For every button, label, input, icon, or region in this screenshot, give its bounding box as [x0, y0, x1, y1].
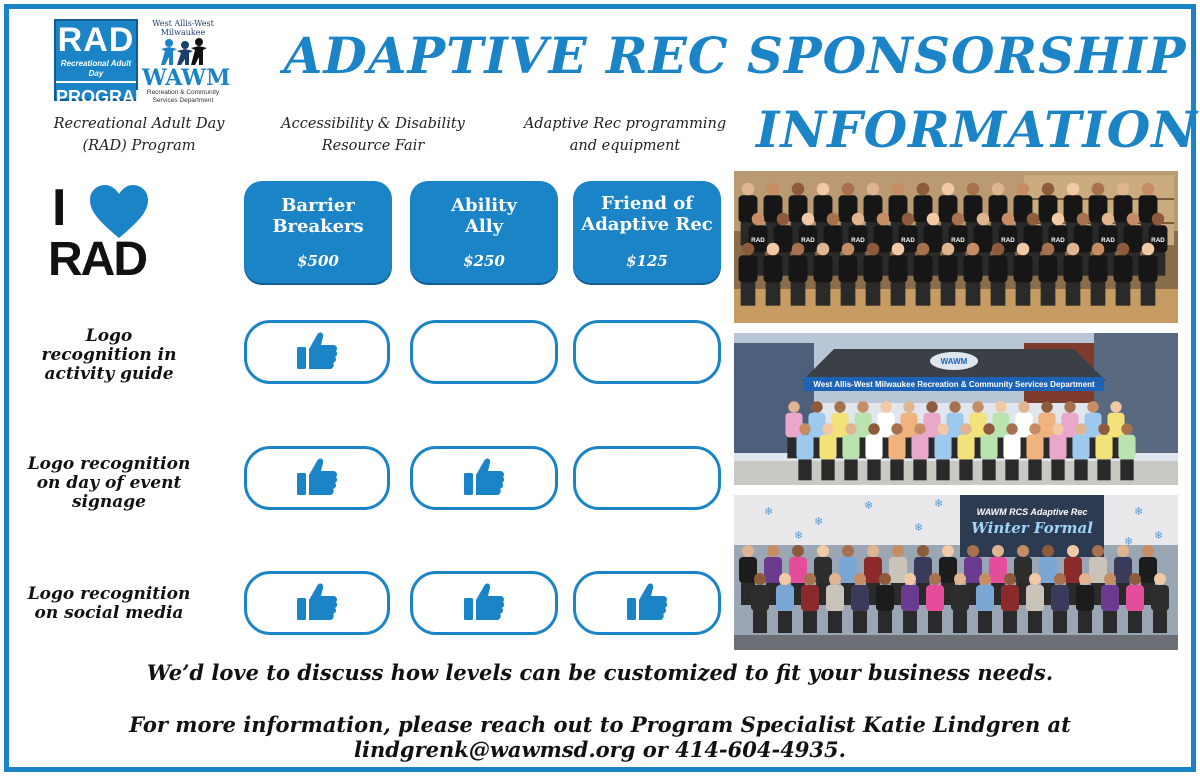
page-title-line2: INFORMATION [756, 100, 1198, 159]
svg-text:❄: ❄ [934, 497, 943, 510]
formal-screen-line2: Winter Formal [971, 519, 1093, 537]
rad-program-logo: RAD Recreational Adult Day PROGRAM [54, 19, 150, 107]
svg-text:❄: ❄ [1154, 529, 1163, 542]
svg-text:❄: ❄ [1134, 505, 1143, 518]
tier-price: $125 [626, 252, 668, 270]
benefit-cell [573, 320, 721, 384]
footer-customize-note: We’d love to discuss how levels can be c… [146, 660, 1054, 685]
svg-text:❄: ❄ [814, 515, 823, 528]
tier-price: $500 [297, 252, 339, 270]
footer-contact: For more information, please reach out t… [129, 712, 1071, 762]
page-border [4, 4, 1196, 772]
svg-text:RAD: RAD [1051, 237, 1065, 244]
svg-text:RAD: RAD [901, 237, 915, 244]
benefit-cell [573, 571, 721, 635]
svg-text:RAD: RAD [1101, 237, 1115, 244]
winter-formal-photo: WAWM RCS Adaptive Rec Winter Formal ❄ ❄ ❄ ❄… [734, 495, 1178, 650]
wawm-arc-text: West Allis-West Milwaukee [152, 19, 214, 37]
benefit-cell [244, 571, 390, 635]
svg-text:❄: ❄ [864, 499, 873, 512]
svg-text:❄: ❄ [914, 521, 923, 534]
svg-text:RAD: RAD [951, 237, 965, 244]
benefit-cell [410, 571, 558, 635]
thumbs-up-icon [462, 580, 506, 626]
benefit-cell [573, 446, 721, 510]
wawm-logo: West Allis-West Milwaukee WAWM Recreatio… [142, 19, 231, 104]
tent-banner-text: West Allis-West Milwaukee Recreation & C… [813, 380, 1095, 389]
thumbs-up-icon [462, 455, 506, 501]
svg-text:❄: ❄ [764, 505, 773, 518]
rad-group-photo: RAD RAD RAD RAD RAD RAD RAD RAD RAD [734, 171, 1178, 323]
svg-text:RAD: RAD [1151, 237, 1165, 244]
tier-price: $250 [463, 252, 505, 270]
people-icon [161, 38, 207, 65]
thumbs-up-icon [295, 329, 339, 375]
svg-text:RAD: RAD [1001, 237, 1015, 244]
benefit-cell [244, 320, 390, 384]
resource-fair-tent-photo: West Allis-West Milwaukee Recreation & C… [734, 333, 1178, 485]
page-title: ADAPTIVE REC SPONSORSHIP [283, 26, 1187, 85]
svg-text:❄: ❄ [794, 529, 803, 542]
thumbs-up-icon [295, 580, 339, 626]
svg-text:RAD: RAD [751, 237, 765, 244]
heart-icon [90, 185, 148, 238]
benefit-cell [244, 446, 390, 510]
benefit-cell [410, 446, 558, 510]
thumbs-up-icon [295, 455, 339, 501]
tent-logo-text: WAWM [941, 357, 968, 366]
svg-text:RAD: RAD [801, 237, 815, 244]
svg-text:❄: ❄ [1124, 535, 1133, 548]
svg-text:RAD: RAD [851, 237, 865, 244]
column-header-rad: Recreational Adult Day(RAD) Program [53, 116, 225, 154]
benefit-cell [410, 320, 558, 384]
thumbs-up-icon [625, 580, 669, 626]
formal-screen-line1: WAWM RCS Adaptive Rec [977, 507, 1088, 517]
